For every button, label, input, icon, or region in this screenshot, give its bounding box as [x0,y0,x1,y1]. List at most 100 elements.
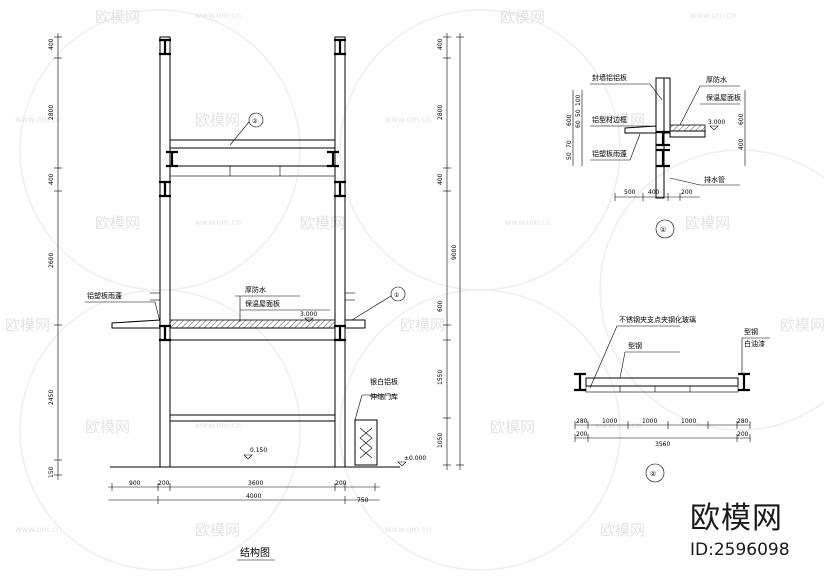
d1-right-dim-0: 600 [738,113,745,125]
detail1-roof-beam [669,130,706,138]
watermark-url: www.om.cn [15,525,61,534]
left-awning [111,319,161,329]
label-aluminum-panel: 银白铝板 [370,377,398,386]
detail-2: 不锈钢夹支点夹钢化玻璃 型钢 型钢 白油漆 280 1000 1000 1000… [574,315,770,483]
watermark-texts: 欧模网 www.om.cn 欧模网 www.om.cn 欧模网 www.om.c… [5,8,824,539]
detail1-roof-hatch [669,124,706,132]
d1-left-dim-0: 50 [566,152,573,160]
i-beam-symbols [159,38,346,342]
d2-total-dim: 3560 [655,441,670,448]
right-dim-5: 1050 [437,433,444,448]
left-column [159,36,171,468]
watermark-url: www.om.cn [690,11,736,20]
d1-left-dim-3: 60 [575,120,582,128]
d1-label-sealant: 封墙铝铝板 [592,73,627,82]
detail-1: 封墙铝铝板 厚防水 保温屋面板 铝型材边框 铝塑板雨蓬 3.000 排水管 50… [566,73,746,239]
d2-bottom-dim-3: 1000 [681,418,696,425]
i-beam-icon [327,150,339,168]
upper-canopy-beam [169,139,336,149]
watermark-brand: 欧模网 [500,8,545,26]
label-waterproof: 厚防水 [245,285,266,294]
d2-label-glass: 不锈钢夹支点夹钢化玻璃 [619,315,696,324]
detail2-beam [585,377,739,387]
callout-circle-1 [390,286,406,302]
watermark-brand: 欧模网 [600,521,645,539]
d1-right-dim-1: 400 [738,138,745,150]
level-0000: ±0.000 [404,455,426,462]
watermark-brand: 欧模网 [85,418,130,436]
detail2-title-circle [645,463,665,483]
detail2-title: ② [650,470,656,478]
bottom-dim-0: 900 [129,480,141,487]
d1-bottom-dim-2: 200 [681,189,693,196]
watermark-url: www.om.cn [385,115,431,124]
detail2-glass [585,385,739,393]
i-beam-icon [656,130,670,147]
brand-name: 欧模网 [690,501,783,536]
right-column [334,36,346,468]
right-total-dim: 9000 [451,245,458,260]
right-dim-1: 2800 [437,105,444,120]
right-dim-0: 400 [437,38,444,50]
watermark-url: www.om.cn [195,421,241,430]
i-beam-icon [159,180,171,198]
d1-left-dim-4: 50 [575,109,582,117]
label-awning: 铝塑板雨蓬 [87,291,122,300]
detail1-awning [624,125,657,134]
level-0150: 0.150 [250,447,267,454]
left-dim-ticks [54,36,62,476]
callout-1-label: ① [394,292,399,299]
detail1-title-circle [655,219,675,239]
d1-bottom-dim-0: 500 [624,189,636,196]
i-beam-icon [334,180,346,198]
roof-beam [169,327,336,341]
watermark-brand: 欧模网 [400,316,445,334]
i-beam-icon [159,38,171,56]
watermark-url: www.om.cn [195,11,241,20]
detail1-sealant [663,77,671,134]
left-dim-3: 2600 [48,253,55,268]
d2-label-steel: 型钢 [628,341,642,350]
d1-label-frame: 铝型材边框 [592,115,627,124]
left-dim-0: 400 [48,38,55,50]
brand-id: ID:2596098 [690,540,790,560]
watermark-brand: 欧模网 [95,214,140,232]
watermark-url: www.om.cn [195,218,241,227]
elevation-title: 结构图 [240,546,270,559]
i-beam-icon [574,372,586,392]
d1-label-roof-panel: 保温屋面板 [706,93,741,102]
watermark-brand: 欧模网 [300,214,345,232]
bottom-dim-2: 3600 [248,480,263,487]
d2-label-steel-right: 型钢 [744,327,758,336]
i-beam-icon [738,372,750,392]
watermark-url: www.om.cn [15,115,61,124]
main-elevation: 400 2800 400 2600 2450 150 400 2800 400 … [48,33,464,561]
door-header [169,414,336,422]
brand-badge: 欧模网 ID:2596098 [690,501,790,560]
d1-level: 3.000 [708,119,725,126]
right-dim-4: 1550 [437,370,444,385]
label-shutter: 伸缩门库 [370,392,398,401]
d2-side-dim-1: 200 [737,431,749,438]
right-dim-2: 400 [437,173,444,185]
callout-circle-2 [248,112,264,128]
watermark-brand: 欧模网 [95,8,140,26]
watermark-brand: 欧模网 [490,418,535,436]
d1-left-dim-1: 70 [566,140,573,148]
watermark-url: www.om.cn [595,421,641,430]
d2-bottom-dim-0: 280 [576,418,588,425]
upper-canopy-fascia [169,165,336,177]
d1-label-awning: 铝塑板雨蓬 [592,149,627,158]
d2-bottom-dim-1: 1000 [602,418,617,425]
callout-2-label: ② [252,118,258,125]
i-beam-icon [656,148,670,168]
d2-bottom-dim-4: 280 [737,418,749,425]
d2-side-dim-0: 200 [576,431,588,438]
d2-bottom-dim-2: 1000 [642,418,657,425]
i-beam-icon [159,324,171,342]
right-dim-ticks [443,36,464,466]
i-beam-icon [166,150,178,168]
right-dim-3: 600 [437,300,444,312]
d1-left-dim-5: 100 [575,94,582,106]
